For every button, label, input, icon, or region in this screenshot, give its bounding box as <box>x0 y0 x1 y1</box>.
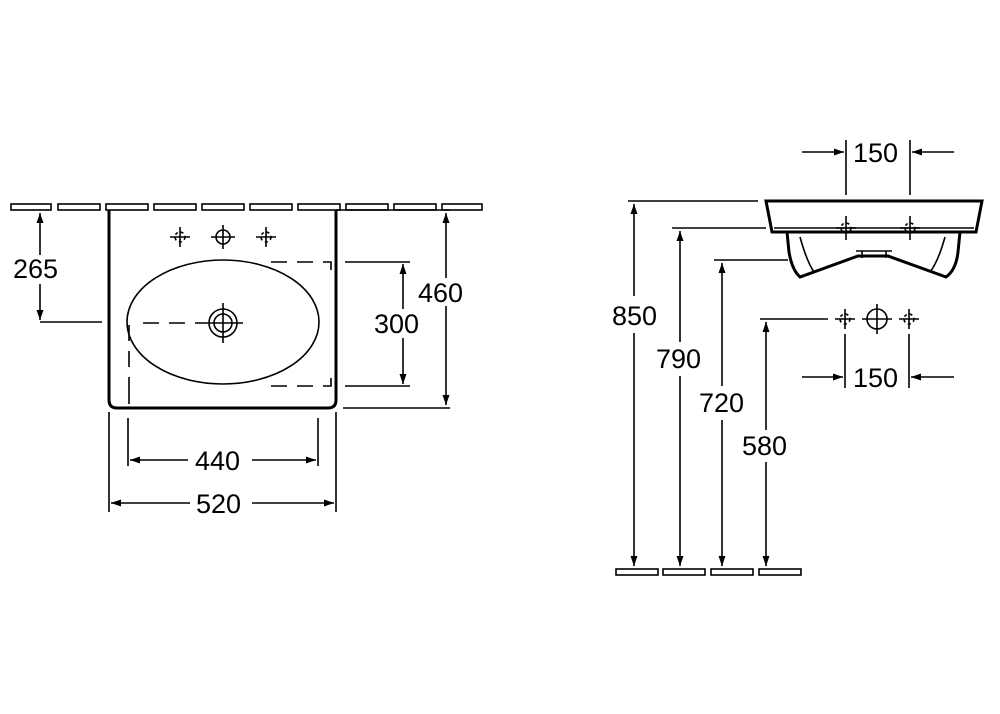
basin-outline <box>107 210 338 410</box>
supply-hole-left-icon <box>835 309 855 329</box>
floor-line <box>615 568 802 576</box>
dim-label-580: 580 <box>742 431 787 461</box>
wall-line-top-view <box>10 203 483 211</box>
dim-label-150-bottom: 150 <box>853 363 898 393</box>
tap-hole-side-right-icon <box>900 216 920 240</box>
dim-label-790: 790 <box>656 344 701 374</box>
tap-hole-left-icon <box>170 227 190 247</box>
bowl-ellipse <box>126 259 320 385</box>
supply-hole-center-icon <box>862 304 892 334</box>
drain-icon <box>203 303 243 343</box>
dim-label-150-top: 150 <box>853 138 898 168</box>
dim-label-520: 520 <box>196 489 241 519</box>
dim-label-720: 720 <box>699 388 744 418</box>
dim-label-265: 265 <box>13 254 58 284</box>
supply-hole-right-icon <box>899 309 919 329</box>
dim-label-460: 460 <box>418 278 463 308</box>
basin-side-profile <box>764 199 984 279</box>
dim-label-850: 850 <box>612 301 657 331</box>
top-view: 265 460 300 440 520 <box>10 203 483 519</box>
tap-hole-center-icon <box>211 225 235 249</box>
dim-label-440: 440 <box>195 446 240 476</box>
dim-label-300: 300 <box>374 309 419 339</box>
side-view: 150 850 790 720 580 <box>612 138 984 576</box>
tap-hole-side-left-icon <box>836 216 856 240</box>
tap-hole-right-icon <box>256 227 276 247</box>
